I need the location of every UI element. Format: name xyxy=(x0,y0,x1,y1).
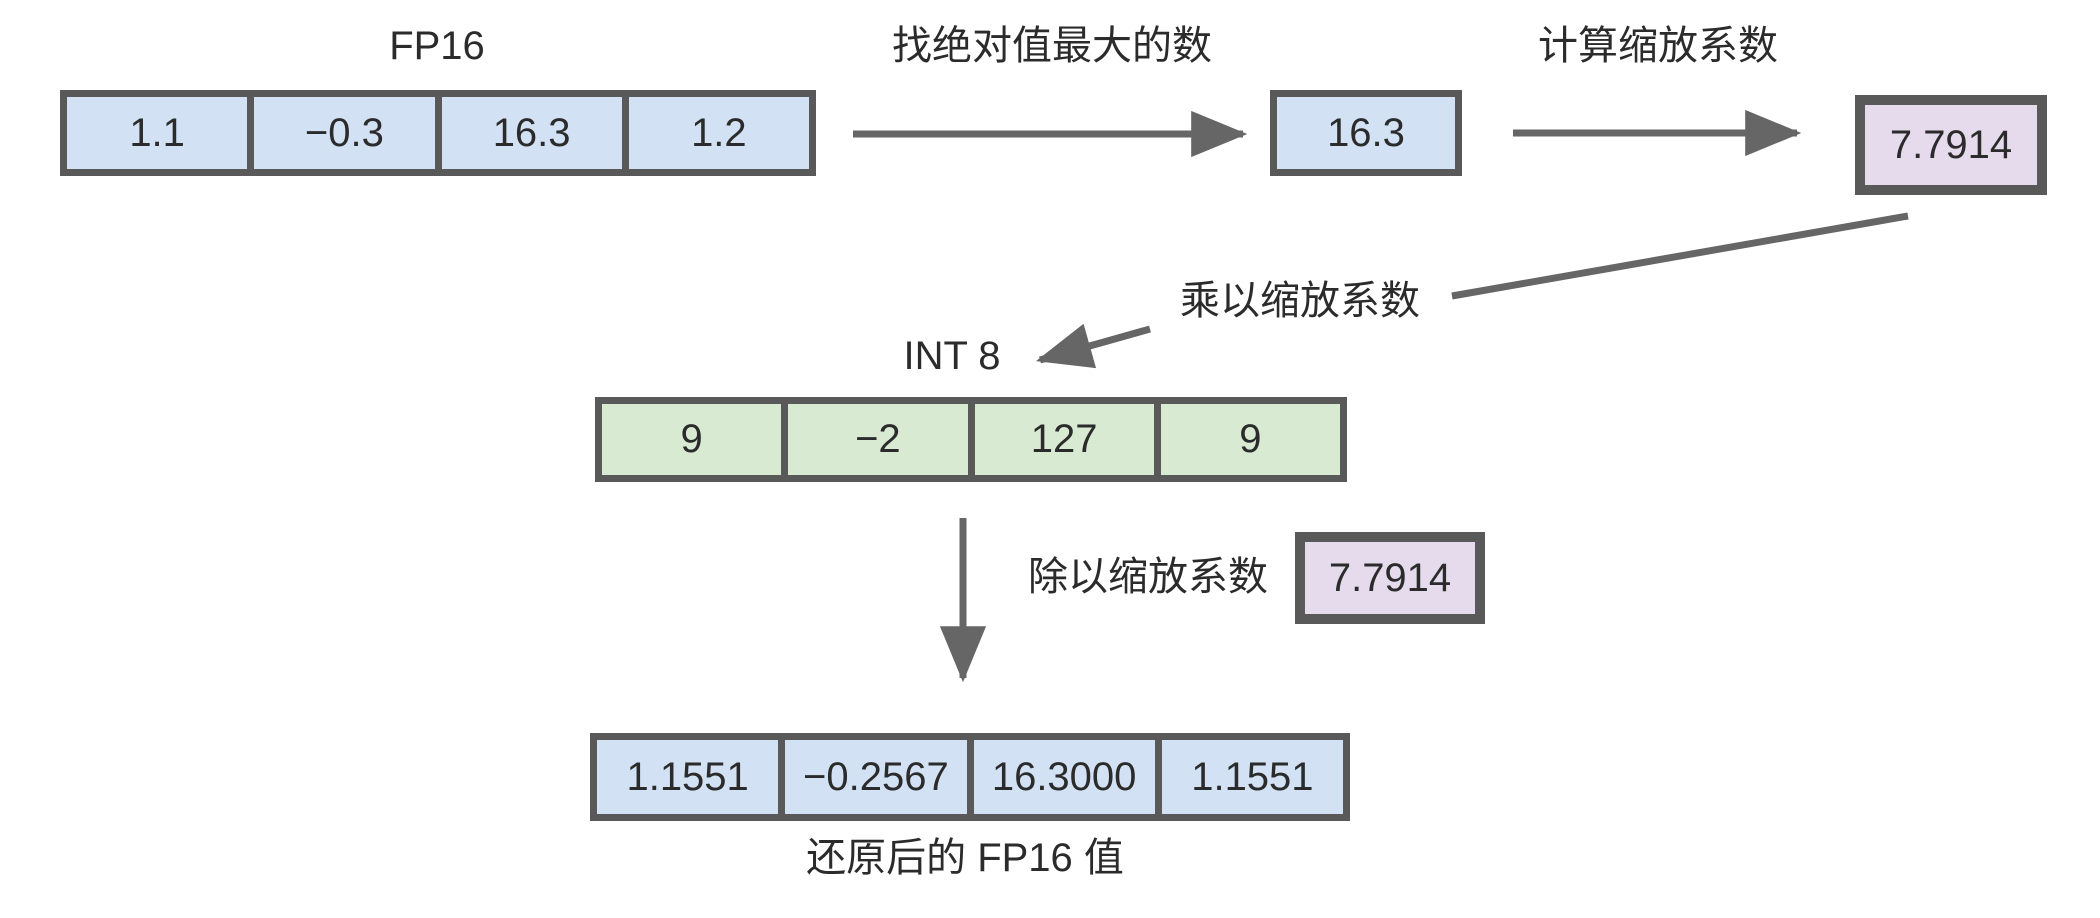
int8-array-title: INT 8 xyxy=(903,334,1001,378)
fp16-array-title: FP16 xyxy=(389,24,485,68)
int8-cell: 9 xyxy=(1153,404,1340,475)
multiply-arrow-lower-segment xyxy=(1035,323,1151,369)
int8-cell: 9 xyxy=(602,404,782,475)
restored-cell: 16.3000 xyxy=(966,740,1155,814)
multiply-label: 乘以缩放系数 xyxy=(1180,279,1420,323)
fp16-cell: 16.3 xyxy=(434,97,622,169)
int8-cell: −2 xyxy=(781,404,968,475)
fp16-cell: 1.1 xyxy=(67,97,248,169)
restored-cell: −0.2567 xyxy=(778,740,967,814)
divide-label: 除以缩放系数 xyxy=(1028,555,1268,599)
find-max-label: 找绝对值最大的数 xyxy=(892,24,1212,68)
calc-scale-label: 计算缩放系数 xyxy=(1538,24,1778,68)
fp16-array: 1.1 −0.3 16.3 1.2 xyxy=(60,90,816,176)
fp16-cell: −0.3 xyxy=(247,97,435,169)
fp16-cell: 1.2 xyxy=(621,97,809,169)
int8-cell: 127 xyxy=(967,404,1154,475)
divide-scale-box: 7.7914 xyxy=(1295,532,1485,624)
restored-array-title: 还原后的 FP16 值 xyxy=(806,836,1124,880)
multiply-arrow-upper-segment xyxy=(1451,212,1909,300)
scale-factor-box: 7.7914 xyxy=(1855,95,2047,195)
restored-cell: 1.1551 xyxy=(1154,740,1343,814)
int8-array: 9 −2 127 9 xyxy=(595,397,1347,482)
restored-cell: 1.1551 xyxy=(597,740,779,814)
restored-fp16-array: 1.1551 −0.2567 16.3000 1.1551 xyxy=(590,733,1350,821)
max-value-box: 16.3 xyxy=(1270,90,1462,176)
